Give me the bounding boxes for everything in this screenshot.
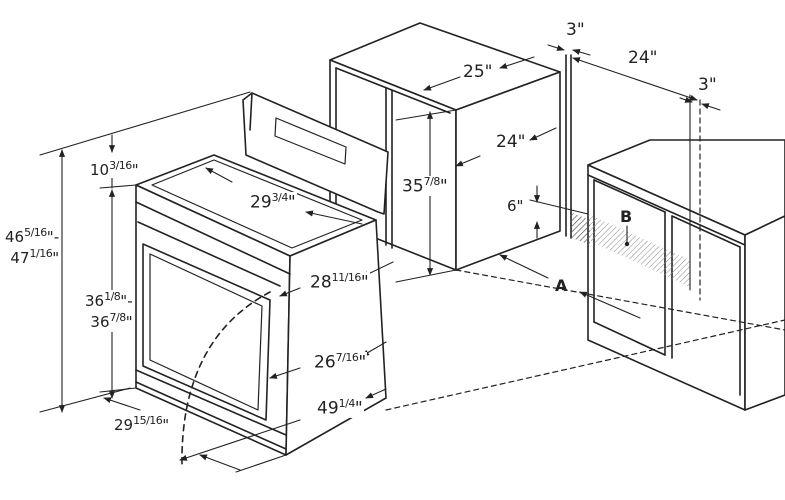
label-cabinet-depth: 24" [495, 132, 527, 152]
door-swing-arc [181, 291, 271, 467]
label-depth-body: 2811/16" [309, 271, 370, 293]
dim-a-left [499, 254, 549, 279]
label-b: B [620, 207, 633, 226]
ext-front-right [235, 454, 287, 473]
dim-cabinet-depth-left [455, 155, 481, 167]
label-depth-door: 267/16" [313, 351, 368, 373]
label-gap-top: 3" [565, 20, 586, 40]
dim-width-front-left [103, 397, 141, 411]
label-total-height: 465/16"- 471/16" [4, 226, 61, 268]
dim-cooktop-width-right [305, 210, 363, 225]
dim-gap-top-right [572, 49, 591, 56]
dim-counter-depth [572, 57, 698, 101]
ext-front-left [99, 387, 137, 393]
label-cooktop-height: 361/8"- 367/8" [84, 290, 134, 332]
label-gap-right: 3" [697, 75, 718, 95]
dim-depth-body-left [279, 287, 301, 297]
hatched-zone-b [588, 214, 690, 287]
dim-depth-open-left [179, 419, 301, 461]
label-cooktop-width: 293/4" [249, 191, 297, 213]
dim-cooktop-width-left [205, 167, 233, 183]
dim-gap-right-right [701, 103, 721, 111]
dim-a-right [579, 291, 641, 319]
ext-line-top [39, 91, 251, 156]
range [135, 92, 389, 456]
label-depth-open: 491/4" [316, 397, 364, 419]
dim-cabinet-width-left [423, 76, 461, 91]
wall [565, 54, 572, 239]
label-offset-6: 6" [506, 197, 525, 215]
label-a: A [555, 276, 568, 295]
label-cabinet-width: 25" [462, 62, 494, 82]
label-counter-depth: 24" [627, 48, 659, 68]
ext-cab-top [395, 109, 457, 121]
dim-width-front-right [199, 454, 241, 471]
ext-offset-top [529, 199, 589, 215]
label-backguard-height: 103/16" [89, 159, 140, 179]
floor-guides [385, 99, 785, 411]
dim-cabinet-depth-right [529, 127, 557, 141]
ext-line-bottom [39, 387, 131, 413]
hatched-wall-gap [570, 212, 590, 245]
dim-cabinet-width-right [499, 56, 535, 69]
dim-gap-top-left [547, 44, 565, 51]
ext-cooktop [99, 184, 137, 189]
b-pointer-dot [624, 241, 630, 247]
ext-cab-bottom [395, 269, 457, 283]
dim-depth-open-right [365, 388, 387, 399]
label-width-front: 2915/16" [113, 414, 171, 434]
dim-depth-door-left [269, 367, 301, 379]
label-cabinet-height: 357/8" [401, 175, 449, 197]
